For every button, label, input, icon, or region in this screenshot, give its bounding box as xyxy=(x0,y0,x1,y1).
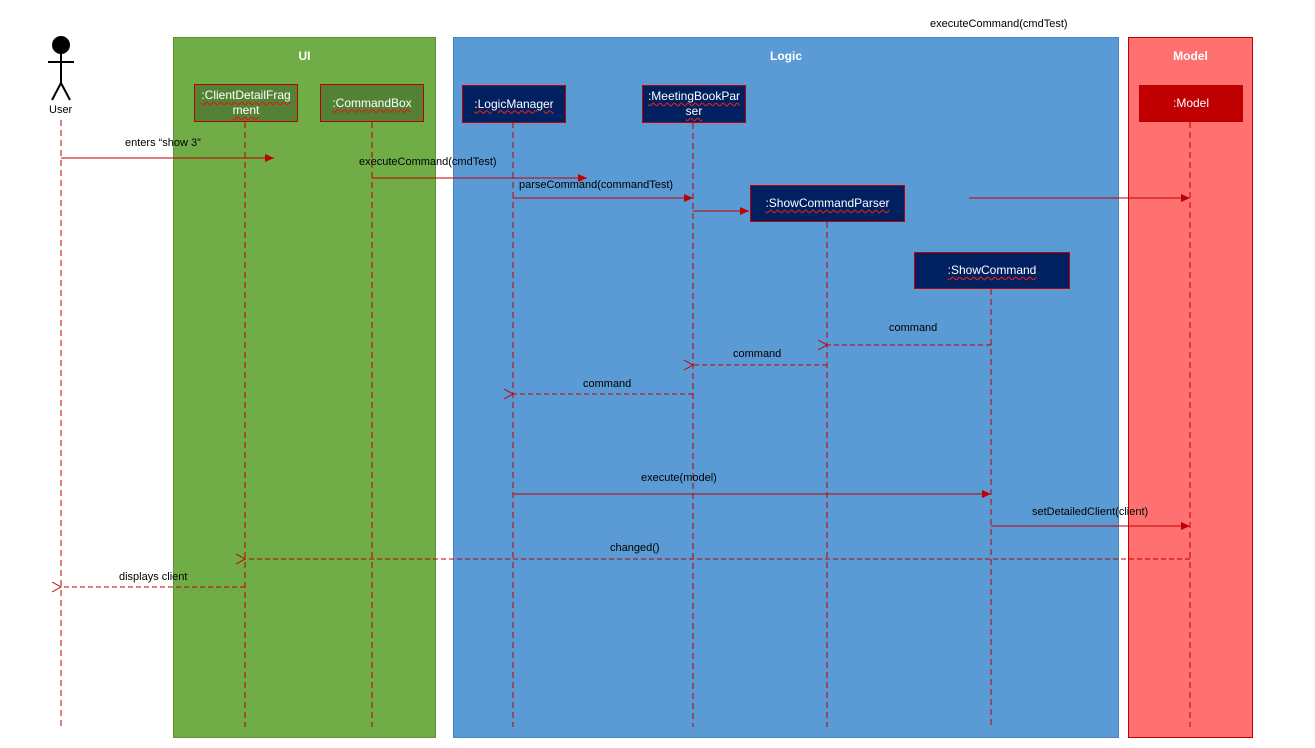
command-box-label: :CommandBox xyxy=(332,95,412,110)
show-command-label: :ShowCommand xyxy=(947,263,1037,277)
logic-manager-object: :LogicManager xyxy=(462,85,566,123)
msg-execute-model: execute(model) xyxy=(641,472,717,484)
show-command-object: :ShowCommand xyxy=(914,252,1070,289)
command-box-object: :CommandBox xyxy=(320,84,424,122)
user-actor-label: User xyxy=(49,104,73,116)
meeting-book-parser-label: :MeetingBookParser xyxy=(647,89,741,118)
meeting-book-parser-object: :MeetingBookParser xyxy=(642,85,746,123)
model-label: :Model xyxy=(1172,96,1210,110)
client-detail-fragment-object: :ClientDetailFragment xyxy=(194,84,298,122)
ui-region: UI xyxy=(173,37,436,738)
msg-enters-show: enters “show 3” xyxy=(125,137,201,149)
msg-command-3: command xyxy=(583,378,632,390)
msg-parse-command: parseCommand(commandTest) xyxy=(519,179,674,191)
msg-top-execute-command: executeCommand(cmdTest) xyxy=(930,18,1068,30)
show-command-parser-object: :ShowCommandParser xyxy=(750,185,905,222)
msg-changed: changed() xyxy=(610,542,660,554)
logic-region: Logic xyxy=(453,37,1119,738)
msg-command-2: command xyxy=(733,348,782,360)
show-command-parser-label: :ShowCommandParser xyxy=(765,196,890,210)
msg-displays-client: displays client xyxy=(119,571,188,583)
msg-command-1: command xyxy=(889,322,938,334)
logic-region-title: Logic xyxy=(770,49,802,63)
user-actor-icon xyxy=(48,36,74,101)
logic-manager-label: :LogicManager xyxy=(474,96,554,111)
msg-set-detailed-client: setDetailedClient(client) xyxy=(1032,506,1149,518)
msg-execute-command: executeCommand(cmdTest) xyxy=(359,156,497,168)
ui-region-title: UI xyxy=(298,49,311,63)
client-detail-fragment-label: :ClientDetailFragment xyxy=(201,88,291,117)
model-region-title: Model xyxy=(1173,49,1208,63)
model-object: :Model xyxy=(1139,85,1243,122)
